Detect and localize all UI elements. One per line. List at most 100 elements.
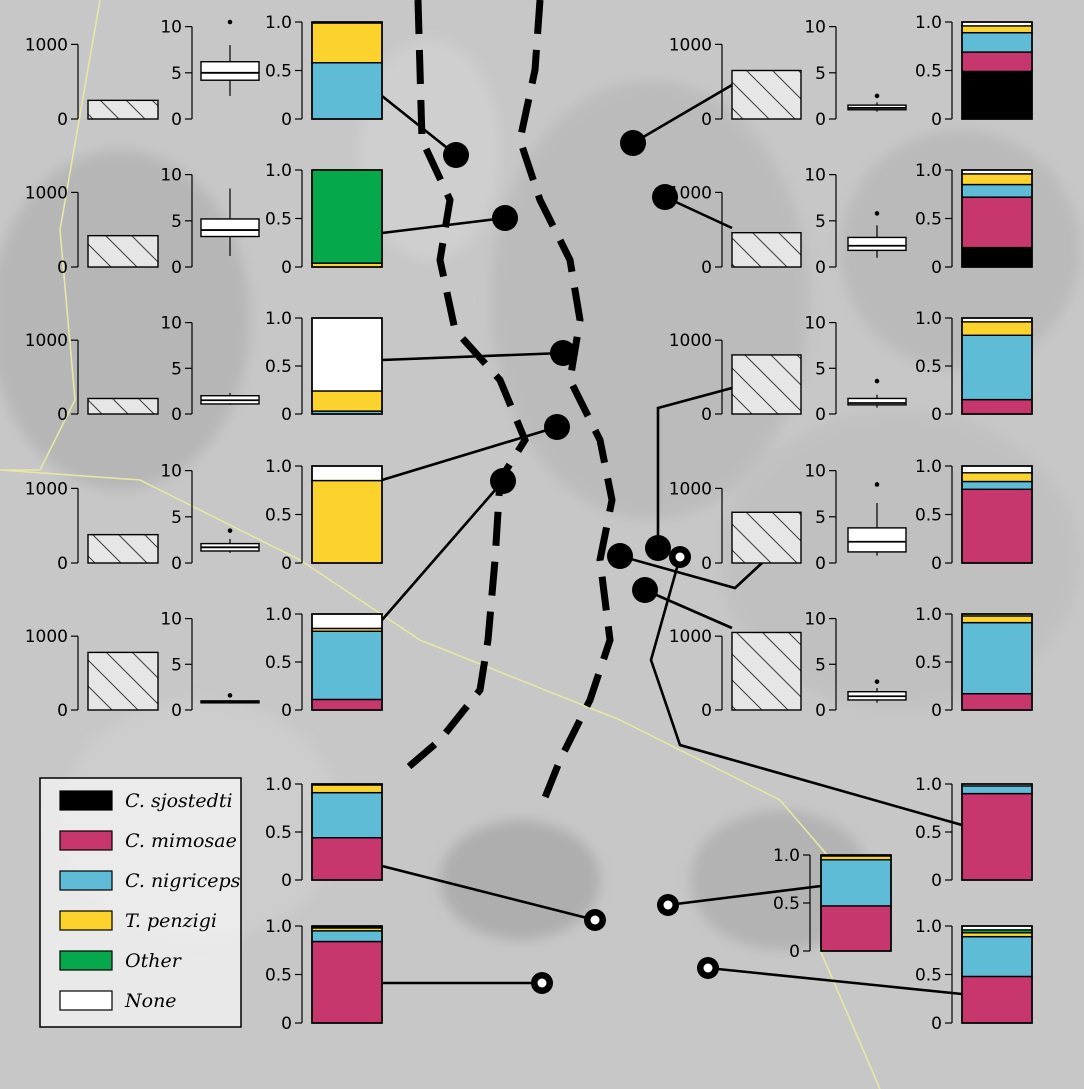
prop-segment-mimosae-R1 <box>961 51 1033 73</box>
connector-R1 <box>632 83 733 145</box>
count-R2-tick-label: 1000 <box>669 183 712 203</box>
prop-segment-penzigi-L1 <box>311 22 383 64</box>
box-L5-tick-label: 0 <box>171 701 182 721</box>
prop-segment-nigriceps-P5 <box>961 935 1033 978</box>
prop-L1-tick-label: 0.5 <box>265 62 292 82</box>
box-L3-tick-label: 5 <box>171 359 182 379</box>
box-outlier-R4 <box>874 482 880 487</box>
prop-P3-tick-label: 0 <box>789 942 800 962</box>
site-marker-L5 <box>490 468 516 494</box>
count-L3-tick-label: 0 <box>57 405 68 425</box>
site-markers <box>443 130 719 994</box>
box-iqr-L1 <box>200 61 260 81</box>
count-bar-L2 <box>87 234 159 268</box>
prop-segment-mimosae-P5 <box>961 975 1033 1024</box>
legend-label-other: Other <box>125 950 183 972</box>
prop-P5-tick-label: 1.0 <box>915 917 942 937</box>
legend-label-nigriceps: C. nigriceps <box>125 870 241 892</box>
prop-R5-tick-label: 0 <box>931 701 942 721</box>
prop-segment-none-R4 <box>961 465 1033 474</box>
box-outlier-L1 <box>227 19 233 25</box>
box-L3-tick-label: 10 <box>160 314 182 334</box>
prop-R1-tick-label: 1.0 <box>915 13 942 33</box>
prop-bar-frame-L5 <box>311 613 383 711</box>
connector-P3 <box>667 884 822 907</box>
prop-bar-frame-R1 <box>961 21 1033 120</box>
connector-L4 <box>381 425 558 482</box>
prop-segment-mimosae-P1 <box>311 837 383 881</box>
prop-segment-penzigi-R5 <box>961 615 1033 624</box>
site-marker-center-P3 <box>663 900 673 910</box>
box-iqr-R3 <box>847 397 907 406</box>
box-iqr-L2 <box>200 218 260 238</box>
prop-segment-mimosae-P4 <box>961 792 1033 881</box>
prop-R1-tick-label: 0 <box>931 110 942 130</box>
box-R4-tick-label: 10 <box>804 462 826 482</box>
prop-segment-nigriceps-R1 <box>961 31 1033 53</box>
box-R3-tick-label: 0 <box>815 405 826 425</box>
prop-segment-other-L2 <box>311 169 383 264</box>
box-R5-tick-label: 10 <box>804 610 826 630</box>
prop-L4-tick-label: 1.0 <box>265 457 292 477</box>
box-outlier-L5 <box>227 693 233 698</box>
box-R3-tick-label: 10 <box>804 314 826 334</box>
box-L1-tick-label: 5 <box>171 64 182 84</box>
site-marker-R2 <box>652 184 678 210</box>
prop-L2-tick-label: 0 <box>281 258 292 278</box>
count-bar-L4 <box>87 533 159 564</box>
box-outlier-R2 <box>874 211 880 216</box>
box-iqr-R4 <box>847 527 907 553</box>
site-marker-center-P1 <box>590 915 600 925</box>
box-L4-tick-label: 5 <box>171 508 182 528</box>
count-R5-tick-label: 0 <box>701 701 712 721</box>
prop-P4-tick-label: 0 <box>931 871 942 891</box>
count-L5-tick-label: 1000 <box>25 627 68 647</box>
box-outlier-L4 <box>227 528 233 533</box>
prop-segment-sjostedti-R1 <box>961 70 1033 120</box>
prop-R3-tick-label: 0 <box>931 405 942 425</box>
connector-P5 <box>707 966 963 996</box>
prop-L4-tick-label: 0 <box>281 554 292 574</box>
connector-R3 <box>656 386 733 548</box>
legend-label-penzigi: T. penzigi <box>125 910 217 932</box>
prop-segment-nigriceps-R2 <box>961 183 1033 198</box>
legend-swatch-nigriceps <box>59 870 113 891</box>
prop-bar-frame-R5 <box>961 613 1033 711</box>
connector-R4 <box>619 554 763 590</box>
site-marker-R4 <box>607 543 633 569</box>
prop-L2-tick-label: 1.0 <box>265 161 292 181</box>
prop-segment-penzigi-L3 <box>311 390 383 412</box>
prop-segment-nigriceps-R3 <box>961 334 1033 401</box>
count-L5-tick-label: 0 <box>57 701 68 721</box>
count-R4-tick-label: 1000 <box>669 479 712 499</box>
prop-P5-tick-label: 0 <box>931 1014 942 1034</box>
prop-P3-tick-label: 1.0 <box>773 846 800 866</box>
box-R4-tick-label: 0 <box>815 554 826 574</box>
site-marker-L2 <box>492 205 518 231</box>
prop-R3-tick-label: 1.0 <box>915 309 942 329</box>
connector-P4 <box>649 556 963 827</box>
prop-segment-none-L5 <box>311 613 383 630</box>
box-R1-tick-label: 10 <box>804 18 826 38</box>
prop-bar-frame-L1 <box>311 21 383 120</box>
prop-segment-penzigi-R3 <box>961 321 1033 336</box>
prop-bar-frame-R2 <box>961 169 1033 268</box>
prop-segment-nigriceps-P1 <box>311 791 383 839</box>
prop-L3-tick-label: 1.0 <box>265 309 292 329</box>
prop-segment-penzigi-R1 <box>961 25 1033 34</box>
border-line <box>0 0 101 471</box>
prop-L4-tick-label: 0.5 <box>265 506 292 526</box>
site-panel-P1: 00.51.0 <box>265 775 383 891</box>
prop-R4-tick-label: 1.0 <box>915 457 942 477</box>
connector-R5 <box>644 588 733 630</box>
legend-label-sjostedti: C. sjostedti <box>125 790 233 812</box>
site-marker-L3 <box>550 340 576 366</box>
prop-L5-tick-label: 0.5 <box>265 653 292 673</box>
prop-L1-tick-label: 1.0 <box>265 13 292 33</box>
count-L1-tick-label: 1000 <box>25 35 68 55</box>
prop-segment-mimosae-P3 <box>820 905 892 952</box>
